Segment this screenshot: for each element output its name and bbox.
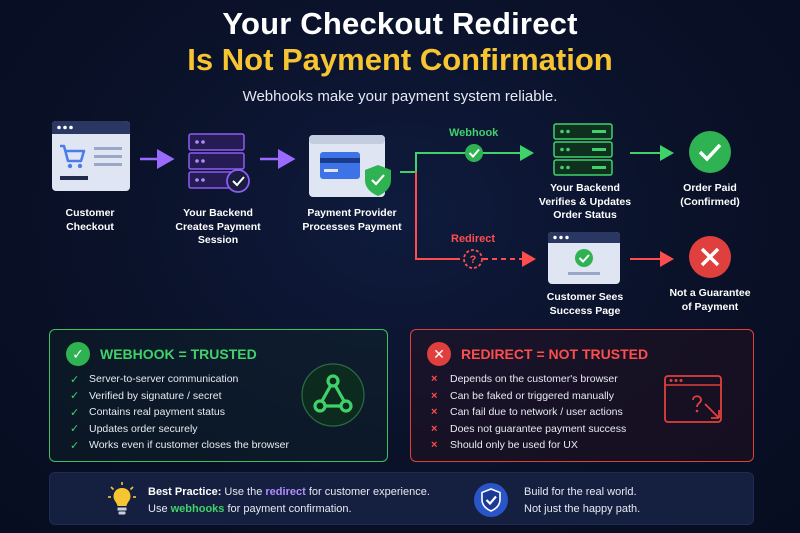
svg-text:?: ?: [470, 254, 477, 266]
label-backend-creates-session: Your Backend Creates Payment Session: [175, 207, 261, 247]
checkout-browser-icon: [52, 121, 130, 191]
checkmark-icon: ✓: [70, 439, 80, 452]
redirect-question-icon: [463, 249, 483, 269]
cross-icon: ×: [431, 406, 438, 419]
cross-icon: ×: [431, 439, 438, 452]
webhook-trusted-panel: ✓ WEBHOOK = TRUSTED ✓Server-to-server co…: [49, 329, 388, 462]
check-icon: ✓: [66, 342, 90, 366]
label-success-page: Customer Sees Success Page: [546, 291, 624, 317]
label-order-paid: Order Paid (Confirmed): [680, 182, 740, 208]
page-title-line1: Your Checkout Redirect: [222, 6, 578, 41]
best-practice-line1: Best Practice: Use the redirect for cust…: [148, 486, 430, 498]
cross-icon: ×: [431, 422, 438, 435]
redirect-line: [415, 172, 460, 260]
checkmark-icon: ✓: [70, 406, 80, 419]
x-icon: ✕: [427, 342, 451, 366]
redirect-not-trusted-panel: ✕ REDIRECT = NOT TRUSTED ×Depends on the…: [410, 329, 754, 462]
page-title-line2: Is Not Payment Confirmation: [187, 42, 613, 77]
list-item: ×Can fail due to network / user actions: [431, 406, 623, 419]
list-item: ×Should only be used for UX: [431, 439, 578, 452]
backend-server-icon: [188, 133, 250, 193]
webhook-icon: [301, 363, 365, 427]
checkmark-icon: ✓: [70, 423, 80, 436]
redirect-panel-title: REDIRECT = NOT TRUSTED: [461, 346, 649, 362]
list-item: ✓Contains real payment status: [70, 406, 225, 419]
webhook-panel-title: WEBHOOK = TRUSTED: [100, 346, 257, 362]
flow-diagram: ?: [52, 121, 731, 284]
label-redirect: Redirect: [451, 233, 496, 245]
checkmark-icon: ✓: [70, 373, 80, 386]
list-item: ✓Updates order securely: [70, 422, 198, 436]
list-item: ×Depends on the customer's browser: [431, 373, 618, 386]
webhook-check-icon: [465, 144, 483, 162]
lightbulb-icon: [108, 482, 136, 515]
best-practice-banner: Best Practice: Use the redirect for cust…: [49, 472, 754, 525]
payment-provider-icon: [309, 135, 391, 197]
redirect-browser-icon: [664, 375, 722, 423]
cross-icon: ×: [431, 373, 438, 386]
label-backend-verifies: Your Backend Verifies & Updates Order St…: [538, 182, 632, 222]
backend-verify-server-icon: [553, 123, 613, 176]
success-page-icon: [548, 232, 620, 284]
label-customer-checkout: Customer Checkout: [65, 207, 115, 233]
list-item: ×Can be faked or triggered manually: [431, 389, 615, 402]
list-item: ✓Server-to-server communication: [70, 373, 239, 386]
list-item: ✓Works even if customer closes the brows…: [70, 439, 289, 452]
real-world-line2: Not just the happy path.: [524, 503, 641, 515]
list-item: ✓Verified by signature / secret: [70, 389, 222, 403]
label-webhook: Webhook: [449, 127, 499, 139]
label-payment-provider: Payment Provider Processes Payment: [302, 207, 402, 233]
shield-check-icon: [474, 483, 508, 517]
cross-icon: ×: [431, 389, 438, 402]
checkmark-icon: ✓: [70, 390, 80, 403]
page-subtitle: Webhooks make your payment system reliab…: [242, 88, 558, 105]
best-practice-line2: Use webhooks for payment confirmation.: [148, 503, 352, 515]
label-not-guarantee: Not a Guarantee of Payment: [669, 287, 751, 313]
list-item: ×Does not guarantee payment success: [431, 422, 627, 435]
real-world-line1: Build for the real world.: [524, 486, 637, 498]
order-paid-check-icon: [689, 131, 731, 173]
